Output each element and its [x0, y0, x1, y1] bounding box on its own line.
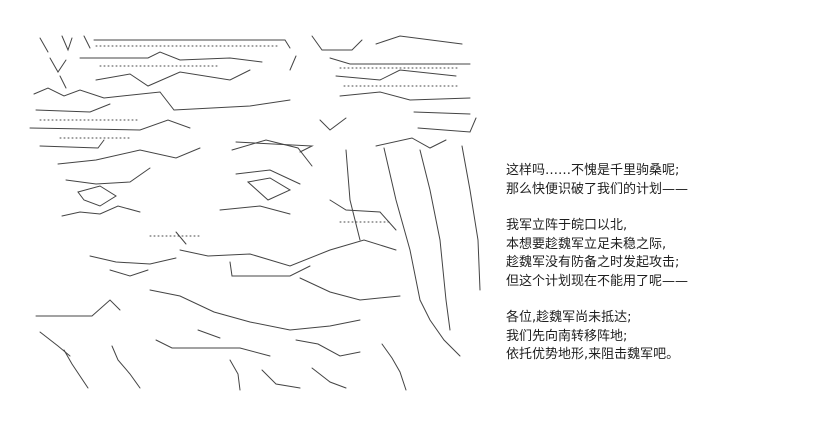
hair-strand [329, 57, 471, 65]
collar [261, 369, 301, 389]
hair-strand [79, 51, 263, 63]
hair-strand [311, 35, 363, 51]
collar [295, 339, 361, 357]
nose [175, 231, 187, 245]
hair-strand [235, 141, 314, 153]
hair-strand [417, 117, 477, 133]
ascii-art-illustration [29, 35, 481, 391]
collar [197, 329, 221, 339]
jaw-line [179, 239, 397, 267]
dialogue-line: 这样吗……不愧是千里驹桑呢; [506, 163, 680, 178]
collar [63, 349, 89, 389]
side-hair [383, 147, 421, 301]
hair-strand [339, 91, 471, 101]
collar [381, 343, 407, 391]
collar [35, 299, 121, 317]
hair-strand [413, 111, 471, 115]
dialogue-paragraph: 各位,趁魏军尚未抵达; 我们先向南转移阵地; 依托优势地形,来阻击魏军吧。 [506, 309, 806, 365]
hair-strand [29, 119, 191, 131]
hair-strand [375, 35, 463, 45]
jaw-line [149, 289, 361, 331]
left-eye-lash [61, 205, 141, 217]
collar [311, 367, 347, 389]
left-eye-outline [57, 147, 201, 165]
side-hair [329, 199, 397, 231]
left-eye-outline [65, 167, 151, 185]
hair-strand [335, 69, 457, 81]
hand [299, 277, 401, 301]
dialogue-paragraph: 这样吗……不愧是千里驹桑呢; 那么快便识破了我们的计划—— [506, 162, 806, 199]
right-eye-lash [219, 205, 291, 215]
dialogue-line: 我军立阵于皖口以北, [506, 218, 628, 233]
dialogue-line: 本想要趁魏军立足未稳之际, [506, 236, 667, 252]
collar [111, 345, 141, 389]
hair-strand [95, 69, 251, 87]
hair-strand [33, 87, 291, 111]
hair-strand [375, 137, 447, 149]
side-hair [461, 145, 481, 291]
dialogue-line: 那么快便识破了我们的计划—— [506, 181, 689, 197]
hair-strand [35, 103, 111, 113]
dialogue-text: 这样吗……不愧是千里驹桑呢; 那么快便识破了我们的计划—— 我军立阵于皖口以北,… [506, 162, 806, 383]
hair-strand [319, 117, 347, 131]
hand [229, 261, 311, 277]
dialogue-line: 但这个计划现在不能用了呢—— [506, 273, 689, 289]
hair-strand [39, 139, 105, 149]
hair-strand [61, 35, 73, 52]
dialogue-line: 我们先向南转移阵地; [506, 328, 628, 344]
collar [155, 339, 271, 357]
side-hair [419, 149, 451, 331]
side-hair [345, 149, 361, 241]
dialogue-line: 各位,趁魏军尚未抵达; [506, 310, 632, 325]
hair-strand [59, 75, 67, 89]
right-eye-outline [235, 169, 301, 185]
collar [419, 299, 461, 357]
right-eye-outline [231, 139, 313, 167]
hair-strand [93, 39, 291, 49]
mouth [109, 269, 149, 277]
mouth [89, 255, 177, 265]
left-eye-pupil [77, 185, 117, 207]
dialogue-line: 趁魏军没有防备之时发起攻击; [506, 255, 680, 270]
hair-strand [39, 37, 49, 53]
right-eye-pupil [246, 177, 292, 201]
hair-strand [49, 57, 67, 73]
dialogue-paragraph: 我军立阵于皖口以北, 本想要趁魏军立足未稳之际, 趁魏军没有防备之时发起攻击; … [506, 217, 806, 291]
collar [229, 359, 241, 391]
hair-strand [83, 35, 91, 49]
dialogue-line: 依托优势地形,来阻击魏军吧。 [506, 347, 680, 362]
hair-strand [289, 55, 297, 71]
